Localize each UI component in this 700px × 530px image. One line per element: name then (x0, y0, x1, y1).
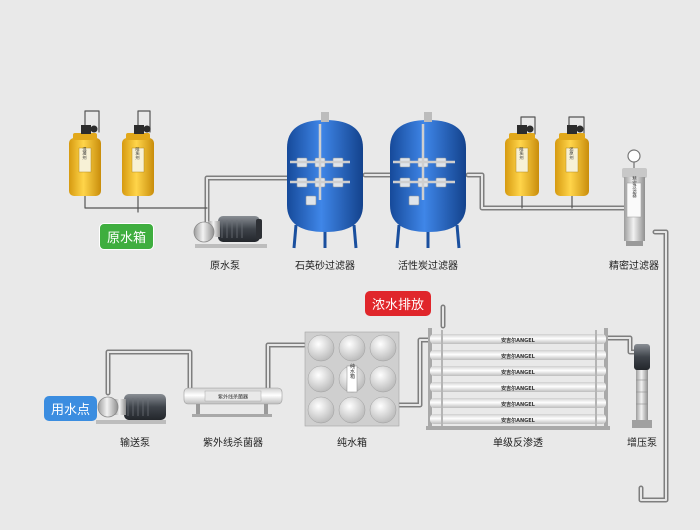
dosing-tank-3: 阻垢剂 (505, 125, 539, 196)
ro-brand: 安吉尔ANGEL (501, 353, 536, 360)
booster-pump-label: 增压泵 (627, 438, 657, 449)
uv-sterilizer: 紫外线杀菌器 (183, 387, 283, 417)
uv-sterilizer-label: 紫外线杀菌器 (203, 438, 263, 449)
pipework (84, 110, 669, 503)
booster-pump (632, 344, 652, 428)
tank-label: 阻垢剂 (135, 145, 141, 160)
tank-label: 还原剂 (569, 145, 575, 160)
transfer-pump (96, 394, 166, 424)
raw-water-pump (193, 216, 267, 248)
ro-brand: 安吉尔ANGEL (501, 401, 536, 408)
ro-brand: 安吉尔ANGEL (501, 385, 536, 392)
tank-label: 阻垢剂 (519, 145, 525, 160)
dosing-tank-1: 混凝剂 (69, 125, 101, 196)
dosing-tank-4: 还原剂 (555, 125, 589, 196)
tank-label: 混凝剂 (82, 145, 88, 160)
reverse-osmosis-skid: 安吉尔ANGEL 安吉尔ANGEL 安吉尔ANGEL 安吉尔ANGEL 安吉尔A… (426, 328, 610, 430)
activated-carbon-filter-label: 活性炭过滤器 (398, 261, 458, 272)
raw-water-tank-badge: 原水箱 (99, 223, 155, 250)
pure-water-tank-label: 纯水箱 (337, 438, 367, 449)
quartz-sand-filter (287, 112, 363, 249)
ro-brand: 安吉尔ANGEL (501, 417, 536, 424)
pressure-gauge-icon (627, 149, 641, 163)
filter-plate-text: 精密过滤器 (632, 175, 637, 199)
uv-plate-text: 紫外线杀菌器 (218, 394, 248, 401)
single-stage-ro-label: 单级反渗透 (493, 438, 543, 449)
raw-water-pump-label: 原水泵 (210, 261, 240, 272)
pure-water-tank: 纯水箱 (304, 331, 400, 427)
quartz-sand-filter-label: 石英砂过滤器 (295, 261, 355, 272)
dosing-tank-2: 阻垢剂 (122, 125, 154, 196)
ro-brand: 安吉尔ANGEL (501, 369, 536, 376)
activated-carbon-filter (390, 112, 466, 249)
precision-filter: 精密过滤器 (622, 149, 647, 246)
tank-plate-text: 纯水箱 (349, 363, 355, 380)
ro-brand: 安吉尔ANGEL (501, 337, 536, 344)
concentrate-discharge-badge: 浓水排放 (365, 291, 432, 316)
transfer-pump-label: 输送泵 (120, 438, 150, 449)
point-of-use-badge: 用水点 (44, 396, 98, 421)
precision-filter-label: 精密过滤器 (609, 261, 659, 272)
